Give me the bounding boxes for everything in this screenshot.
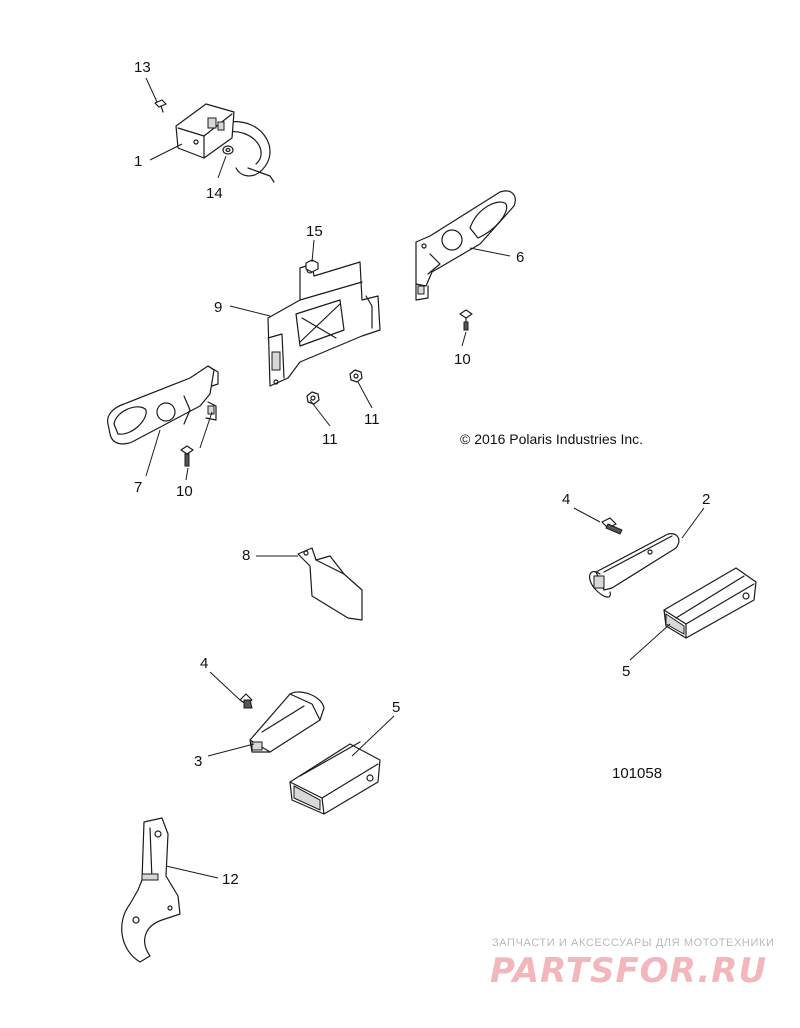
part-3-light-bracket xyxy=(249,691,325,753)
watermark-brand: PARTSFOR.RU xyxy=(490,951,767,991)
part-5-light-lower xyxy=(289,741,381,815)
callout-1: 1 xyxy=(134,153,142,170)
callout-labels: 13 1 14 15 9 6 10 11 11 7 10 4 2 8 5 4 5… xyxy=(134,59,710,888)
callout-3: 3 xyxy=(194,753,202,770)
callout-4-right: 4 xyxy=(562,491,570,508)
callout-11-right: 11 xyxy=(364,411,380,428)
part-8-cover-plate xyxy=(297,547,363,621)
callout-2: 2 xyxy=(702,491,710,508)
callout-14: 14 xyxy=(206,185,223,202)
part-7-bracket-left xyxy=(107,365,219,445)
part-9-mounting-plate xyxy=(267,261,381,387)
part-1-switch-housing xyxy=(175,103,275,183)
part-10-bolt-left xyxy=(180,445,194,467)
part-11-nut-left xyxy=(306,391,320,405)
watermark-tagline: ЗАПЧАСТИ И АКСЕССУАРЫ ДЛЯ МОТОТЕХНИКИ xyxy=(492,937,774,949)
part-12-hook-bracket xyxy=(121,817,181,963)
callout-8: 8 xyxy=(242,547,250,564)
part-6-bracket-right xyxy=(415,190,516,301)
callout-13: 13 xyxy=(134,59,151,76)
callout-15: 15 xyxy=(306,223,323,240)
callout-9: 9 xyxy=(214,299,222,316)
callout-10-right: 10 xyxy=(454,351,471,368)
part-5-light-right xyxy=(663,567,757,639)
part-13-screw xyxy=(154,99,167,113)
callout-10-left: 10 xyxy=(176,483,193,500)
callout-5-lower: 5 xyxy=(392,699,400,716)
part-14-washer xyxy=(222,145,234,155)
diagram-part-number: 101058 xyxy=(612,765,662,782)
callout-12: 12 xyxy=(222,871,239,888)
callout-4-lower: 4 xyxy=(200,655,208,672)
callout-5-right: 5 xyxy=(622,663,630,680)
part-11-nut-right xyxy=(349,369,363,383)
leader-lines xyxy=(145,77,705,879)
part-4-screw-lower xyxy=(239,693,253,709)
callout-6: 6 xyxy=(516,249,524,266)
part-4-screw-right xyxy=(601,517,623,535)
callout-11-left: 11 xyxy=(322,431,338,448)
watermark: ЗАПЧАСТИ И АКСЕССУАРЫ ДЛЯ МОТОТЕХНИКИ PA… xyxy=(490,937,774,991)
part-10-bolt-right xyxy=(459,309,473,331)
part-2-light-bracket xyxy=(589,533,680,598)
callout-7: 7 xyxy=(134,479,142,496)
copyright-notice: © 2016 Polaris Industries Inc. xyxy=(460,431,643,447)
